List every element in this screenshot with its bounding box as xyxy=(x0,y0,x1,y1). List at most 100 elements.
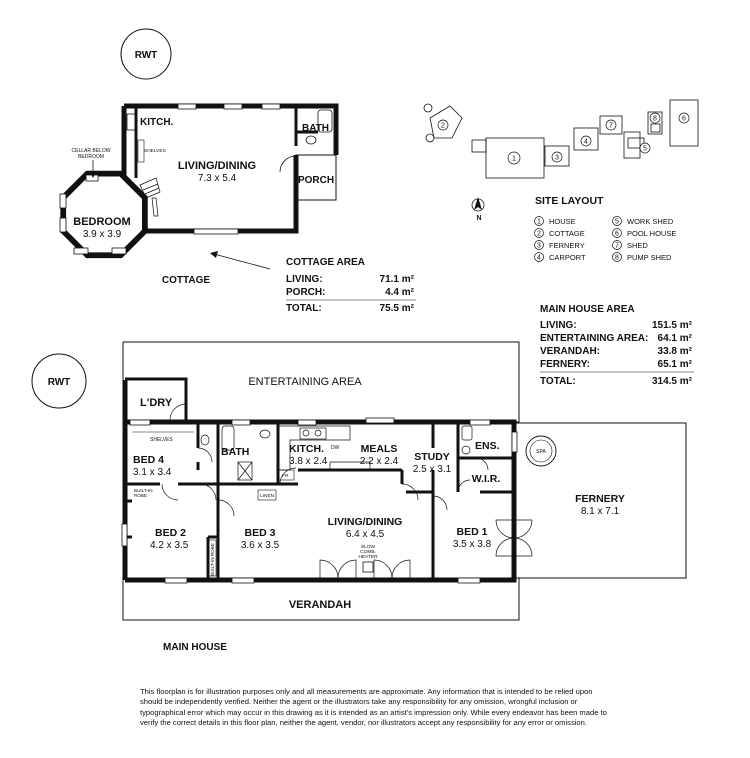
cottage-area-row-value: 4.4 m² xyxy=(385,287,415,298)
laundry-label: L'DRY xyxy=(140,397,173,409)
built-in-robe-bed3 xyxy=(207,539,217,577)
cottage-porch-door xyxy=(279,155,297,173)
cellar-note-line1: CELLAR BELOW xyxy=(72,148,111,154)
svg-text:4: 4 xyxy=(584,139,588,146)
cottage-windows xyxy=(177,103,281,235)
svg-text:2: 2 xyxy=(537,231,541,238)
spa-label: SPA xyxy=(536,449,546,455)
site-legend-item: SHED xyxy=(627,241,648,250)
cottage-caption: COTTAGE xyxy=(162,275,210,286)
rwt-marker-cottage: RWT xyxy=(120,28,172,80)
site-legend-item: PUMP SHED xyxy=(627,253,672,262)
heater-label-line3: HEATER xyxy=(358,554,378,560)
fridge-space xyxy=(277,469,295,481)
main-bath-label: BATH xyxy=(221,446,249,458)
verandah-doors xyxy=(319,559,411,579)
cottage-sink xyxy=(126,113,137,131)
svg-text:4: 4 xyxy=(537,255,541,262)
svg-text:6: 6 xyxy=(682,116,686,123)
north-arrow-icon: N xyxy=(471,197,485,222)
cottage-kitch-label: KITCH. xyxy=(140,117,174,128)
cottage-plan: KITCH. SHELVES BATH LIVING/DINING 7.3 x … xyxy=(59,103,339,259)
site-legend-item: COTTAGE xyxy=(549,229,585,238)
site-legend: 1 2 3 4 5 6 7 8 xyxy=(534,216,622,262)
cottage-living-label: LIVING/DINING xyxy=(178,160,256,172)
bed4-shelves-label: SHELVES xyxy=(150,437,173,443)
bed2-dim: 4.2 x 3.5 xyxy=(150,540,189,551)
meals-label: MEALS xyxy=(361,443,398,455)
wir-label: W.I.R. xyxy=(472,473,501,485)
main-area-title: MAIN HOUSE AREA xyxy=(540,304,635,315)
site-layout-map xyxy=(423,99,699,179)
svg-text:7: 7 xyxy=(609,123,613,130)
cottage-shelves-label: SHELVES xyxy=(144,148,166,154)
cottage-bedroom-walls xyxy=(60,170,148,259)
main-house-windows xyxy=(121,417,518,584)
cottage-bath-tub xyxy=(317,109,333,133)
cottage-living-dim: 7.3 x 5.4 xyxy=(198,173,237,184)
built-in-robe-vertical-label: BUILT-IN ROBE xyxy=(210,543,215,576)
ensuite-fixtures xyxy=(461,425,473,455)
bed4-dim: 3.1 x 3.4 xyxy=(133,467,172,478)
main-house-plan: ENTERTAINING AREA L'DRY SHELVES BED 4 3.… xyxy=(121,341,687,621)
svg-text:2: 2 xyxy=(441,123,445,130)
rwt-label: RWT xyxy=(135,50,158,61)
toilet-icon xyxy=(200,434,210,446)
entertaining-area-label: ENTERTAINING AREA xyxy=(248,376,362,388)
linen-cupboard xyxy=(257,489,277,501)
svg-text:7: 7 xyxy=(615,243,619,250)
rwt-label: RWT xyxy=(48,377,71,388)
rwt-marker-main: RWT xyxy=(31,353,87,409)
cottage-bedroom-dim: 3.9 x 3.9 xyxy=(83,229,122,240)
main-area-row-label: LIVING: xyxy=(540,320,577,331)
bed1-dim: 3.5 x 3.8 xyxy=(453,539,492,550)
main-area-row-value: 33.8 m² xyxy=(658,346,693,357)
heater-label-line1: SLOW xyxy=(361,544,376,550)
verandah-label: VERANDAH xyxy=(289,599,351,611)
cottage-caption-arrow xyxy=(213,253,271,270)
bed2-label: BED 2 xyxy=(155,527,186,539)
site-legend-item: WORK SHED xyxy=(627,217,674,226)
living-dining-dim: 6.4 x 4.5 xyxy=(346,529,385,540)
bed3-dim: 3.6 x 3.5 xyxy=(241,540,280,551)
site-legend-item: HOUSE xyxy=(549,217,576,226)
cottage-area-total-label: TOTAL: xyxy=(286,303,322,314)
main-area-row-value: 65.1 m² xyxy=(658,359,693,370)
main-area-row-value: 151.5 m² xyxy=(652,320,693,331)
site-cottage-shape xyxy=(429,105,463,139)
site-number-markers: 2 1 3 4 7 5 8 6 xyxy=(437,112,690,165)
bed3-label: BED 3 xyxy=(245,527,276,539)
cottage-area-table: COTTAGE AREA LIVING: 71.1 m² PORCH: 4.4 … xyxy=(286,257,416,314)
svg-text:6: 6 xyxy=(615,231,619,238)
svg-text:5: 5 xyxy=(615,219,619,226)
linen-label: LINEN xyxy=(260,493,275,499)
site-legend-item: POOL HOUSE xyxy=(627,229,676,238)
built-in-robe-label-line1: BUILT-IN xyxy=(134,488,153,493)
site-layout-title: SITE LAYOUT xyxy=(535,195,604,207)
meals-dim: 2.2 x 2.4 xyxy=(360,456,399,467)
cottage-porch-label: PORCH xyxy=(298,175,334,186)
svg-text:1: 1 xyxy=(537,219,541,226)
site-legend-item: FERNERY xyxy=(549,241,585,250)
cottage-bedroom-label: BEDROOM xyxy=(73,216,130,228)
main-house-doors xyxy=(161,403,489,517)
svg-text:3: 3 xyxy=(537,243,541,250)
svg-text:5: 5 xyxy=(643,146,647,153)
cottage-area-row-value: 71.1 m² xyxy=(380,274,415,285)
main-house-walls xyxy=(125,419,517,583)
cottage-toilet xyxy=(305,135,317,145)
cottage-area-total-value: 75.5 m² xyxy=(380,303,415,314)
cottage-bath-label: BATH xyxy=(302,123,329,134)
study-dim: 2.5 x 3.1 xyxy=(413,464,452,475)
fridge-label: FR xyxy=(282,473,289,479)
main-area-row-value: 64.1 m² xyxy=(658,333,693,344)
cellar-note-line2: BEDROOM xyxy=(78,154,104,160)
main-area-row-label: VERANDAH: xyxy=(540,346,600,357)
north-label: N xyxy=(476,215,481,222)
disclaimer-text: This floorplan is for illustration purpo… xyxy=(140,687,607,728)
dishwasher-label: DW xyxy=(331,445,340,451)
spa-outline xyxy=(525,435,557,467)
main-area-row-label: FERNERY: xyxy=(540,359,590,370)
kitchen-label: KITCH. xyxy=(289,443,324,455)
